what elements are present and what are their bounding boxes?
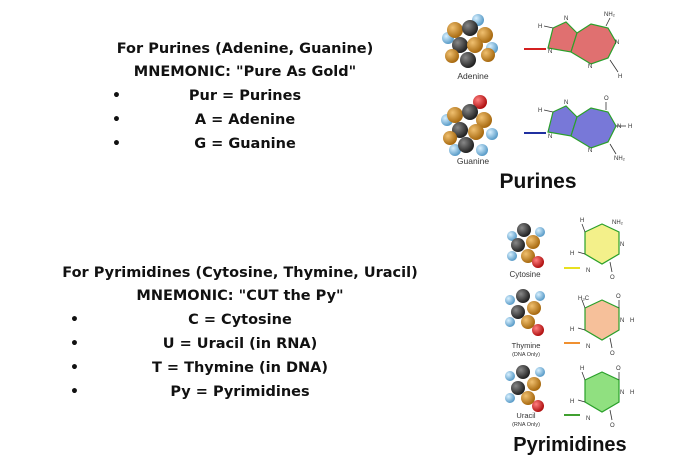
- pyrimidines-mnemonic-block: For Pyrimidines (Cytosine, Thymine, Urac…: [40, 262, 440, 404]
- pyrimidines-list: •C = Cytosine •U = Uracil (in RNA) •T = …: [40, 308, 440, 404]
- svg-text:H: H: [630, 318, 634, 324]
- svg-text:N: N: [586, 344, 590, 350]
- thymine-structure: H₃C O N H H N O: [564, 294, 634, 357]
- svg-text:N: N: [564, 16, 568, 22]
- purines-mnemonic-block: For Purines (Adenine, Guanine) MNEMONIC:…: [60, 38, 430, 156]
- svg-text:N: N: [620, 318, 624, 324]
- thymine-note: (DNA Only): [512, 352, 540, 358]
- svg-text:O: O: [610, 423, 615, 429]
- pyrimidines-title: For Pyrimidines (Cytosine, Thymine, Urac…: [62, 265, 418, 281]
- svg-text:NH₂: NH₂: [604, 12, 616, 18]
- uracil-ball-model: [505, 365, 545, 412]
- svg-text:O: O: [610, 351, 615, 357]
- svg-text:O: O: [616, 366, 621, 372]
- guanine-structure: H N N O N H N NH₂: [524, 96, 632, 162]
- adenine-ring-5: [547, 21, 578, 53]
- svg-text:H: H: [618, 74, 622, 80]
- adenine-label: Adenine: [457, 71, 488, 81]
- list-item: •G = Guanine: [112, 136, 296, 152]
- list-item: •Pur = Purines: [112, 88, 302, 104]
- purines-heading: Purines: [499, 170, 576, 193]
- list-item: •C = Cytosine: [70, 312, 292, 328]
- svg-text:N: N: [588, 148, 592, 154]
- guanine-label: Guanine: [457, 156, 489, 166]
- guanine-ball-model: [441, 95, 498, 156]
- pyrimidines-heading: Pyrimidines: [513, 434, 626, 456]
- uracil-label: Uracil: [516, 411, 536, 420]
- purines-mnemonic: MNEMONIC: "Pure As Gold": [133, 64, 357, 80]
- svg-text:O: O: [616, 294, 621, 300]
- svg-text:H: H: [630, 390, 634, 396]
- guanine-ring-5: [547, 105, 578, 137]
- svg-text:H: H: [538, 24, 542, 30]
- guanine-ring-6: [570, 107, 617, 149]
- cytosine-label: Cytosine: [509, 270, 541, 279]
- svg-text:O: O: [610, 275, 615, 281]
- list-item: •T = Thymine (in DNA): [70, 360, 329, 376]
- list-item: •Py = Pyrimidines: [70, 384, 310, 400]
- svg-text:NH₂: NH₂: [612, 220, 624, 226]
- svg-text:N: N: [548, 49, 552, 55]
- adenine-ball-model: [442, 14, 498, 68]
- pyrimidines-mnemonic: MNEMONIC: "CUT the Py": [136, 288, 344, 304]
- svg-text:N: N: [615, 40, 619, 46]
- purines-list: •Pur = Purines •A = Adenine •G = Guanine: [60, 84, 430, 156]
- cytosine-ball-model: [507, 223, 545, 268]
- svg-text:N: N: [620, 390, 624, 396]
- list-item: •A = Adenine: [112, 112, 296, 128]
- purines-title: For Purines (Adenine, Guanine): [116, 41, 374, 57]
- adenine-structure: H N N NH₂ N N H: [524, 12, 622, 80]
- thymine-label: Thymine: [512, 341, 541, 350]
- cytosine-structure: H NH₂ N H N O: [564, 218, 624, 281]
- svg-text:H: H: [570, 251, 574, 257]
- uracil-structure: H O N H H N O: [564, 366, 634, 429]
- list-item: •U = Uracil (in RNA): [70, 336, 318, 352]
- svg-text:H: H: [570, 327, 574, 333]
- svg-text:H: H: [628, 124, 632, 130]
- adenine-ring-6: [570, 23, 617, 65]
- thymine-ball-model: [505, 289, 545, 336]
- svg-text:H₃C: H₃C: [578, 296, 590, 302]
- svg-text:N: N: [588, 64, 592, 70]
- svg-text:O: O: [604, 96, 609, 102]
- svg-text:H: H: [570, 399, 574, 405]
- svg-text:N: N: [620, 242, 624, 248]
- svg-text:N: N: [548, 134, 552, 140]
- svg-text:H: H: [580, 366, 584, 372]
- svg-text:N: N: [586, 416, 590, 422]
- svg-text:N: N: [586, 268, 590, 274]
- svg-text:N: N: [617, 124, 621, 130]
- svg-text:H: H: [538, 108, 542, 114]
- svg-text:NH₂: NH₂: [614, 156, 626, 162]
- uracil-note: (RNA Only): [512, 422, 540, 428]
- svg-text:N: N: [564, 100, 568, 106]
- svg-text:H: H: [580, 218, 584, 224]
